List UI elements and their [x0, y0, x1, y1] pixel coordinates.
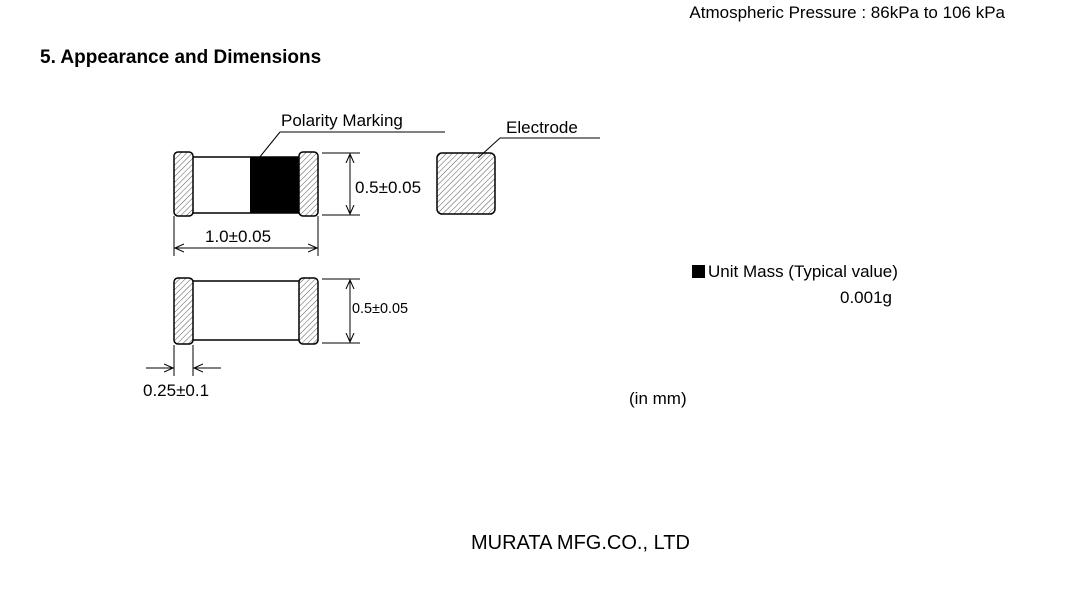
side-right-electrode: [298, 277, 319, 345]
right-electrode: [298, 151, 319, 217]
height-side-label: 0.5±0.05: [352, 300, 408, 317]
unit-mass-heading: Unit Mass (Typical value): [692, 262, 898, 282]
unit-mass-label: Unit Mass (Typical value): [708, 262, 898, 281]
electrode-label: Electrode: [506, 118, 578, 137]
chip-top-view: [173, 151, 319, 217]
length-dimension: 1.0±0.05: [173, 216, 319, 256]
side-left-electrode: [173, 277, 194, 345]
electrode-width-dimension: 0.25±0.1: [143, 345, 221, 400]
polarity-marking-callout: Polarity Marking: [258, 111, 445, 159]
units-note: (in mm): [629, 389, 687, 408]
bullet-square-icon: [692, 265, 705, 278]
electrode-width-label: 0.25±0.1: [143, 381, 209, 400]
polarity-mark: [250, 157, 299, 213]
height-dimension-top: 0.5±0.05: [322, 152, 421, 216]
height-top-label: 0.5±0.05: [355, 178, 421, 197]
unit-mass-value: 0.001g: [840, 288, 892, 307]
left-electrode: [173, 151, 194, 217]
atmospheric-pressure-text: Atmospheric Pressure : 86kPa to 106 kPa: [689, 3, 1005, 22]
section-title: 5. Appearance and Dimensions: [40, 47, 322, 68]
chip-side-view: [173, 277, 319, 345]
polarity-marking-label: Polarity Marking: [281, 111, 403, 130]
chip-end-view: Electrode: [436, 118, 600, 215]
company-footer: MURATA MFG.CO., LTD: [471, 532, 690, 554]
height-dimension-side: 0.5±0.05: [322, 278, 408, 344]
length-label: 1.0±0.05: [205, 227, 271, 246]
